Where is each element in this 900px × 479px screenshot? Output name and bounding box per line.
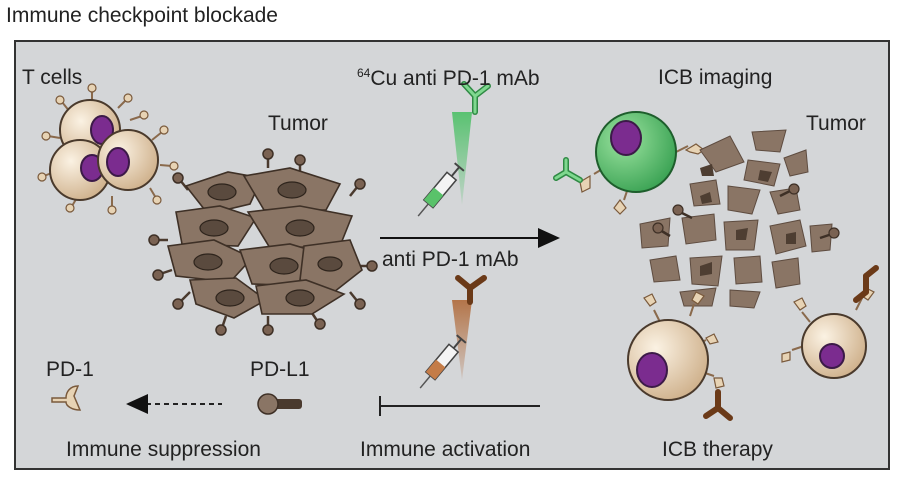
icb-imaging-label: ICB imaging <box>658 66 773 89</box>
tumor-left-label: Tumor <box>268 112 328 135</box>
icb-therapy-label: ICB therapy <box>662 438 773 461</box>
suppression-arrow <box>126 394 222 414</box>
tracer-label: 64Cu anti PD-1 mAb <box>357 66 540 91</box>
fragmented-tumor <box>639 129 840 309</box>
pdl1-label: PD-L1 <box>250 358 310 381</box>
imaging-t-cell <box>553 111 706 215</box>
radiotracer-syringe <box>417 81 491 217</box>
therapy-t-cells <box>627 265 879 421</box>
inhibition-line <box>379 396 540 416</box>
tracer-name: Cu anti PD-1 mAb <box>370 67 540 90</box>
pd1-label: PD-1 <box>46 358 94 381</box>
arrow-label: anti PD-1 mAb <box>382 248 519 271</box>
isotope-superscript: 64 <box>357 66 371 80</box>
immune-activation-label: Immune activation <box>360 438 531 461</box>
t-cells-label: T cells <box>22 66 83 89</box>
therapy-syringe <box>419 275 487 389</box>
pdl1-legend-icon <box>257 393 302 415</box>
diagram-panel <box>14 40 890 470</box>
tumor-right-label: Tumor <box>806 112 866 135</box>
immune-suppression-label: Immune suppression <box>66 438 261 461</box>
t-cell-cluster <box>37 83 179 215</box>
main-arrow <box>380 228 560 248</box>
figure-title: Immune checkpoint blockade <box>6 4 278 27</box>
pd1-legend-icon <box>51 385 82 411</box>
tumor-mass <box>148 148 378 336</box>
